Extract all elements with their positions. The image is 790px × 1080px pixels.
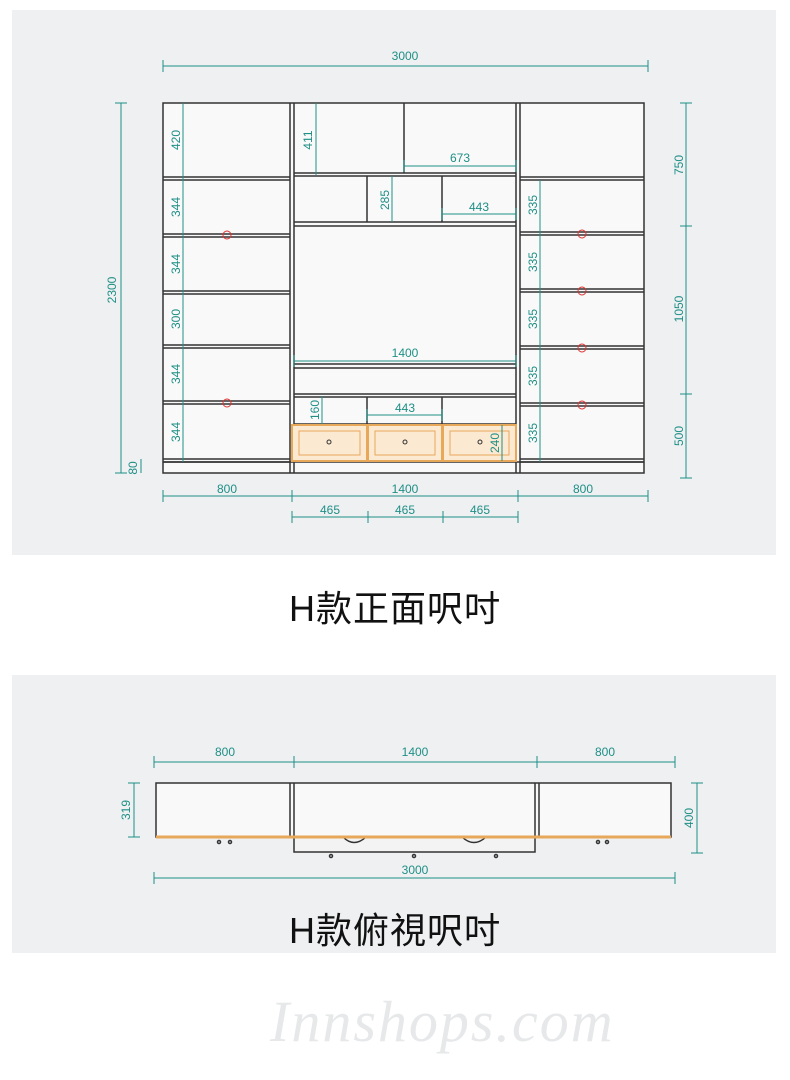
dim-left-shelf-4: 300 xyxy=(169,309,183,329)
dim-right-shelf-3: 335 xyxy=(526,309,540,329)
bottom-band xyxy=(0,1028,790,1080)
handle-marker xyxy=(577,286,587,296)
handle-marker xyxy=(577,343,587,353)
dim-center-top-height: 411 xyxy=(301,130,315,149)
dim-niche-width: 443 xyxy=(469,200,489,214)
handle-markers xyxy=(222,229,587,410)
dim-left-shelf-1: 420 xyxy=(169,130,183,150)
dim-right-shelf-4: 335 xyxy=(526,366,540,386)
dim-left-shelf-2: 344 xyxy=(169,197,183,217)
handle-marker xyxy=(222,398,232,408)
top-view-caption: H款俯視呎吋 xyxy=(289,910,501,951)
handle-marker xyxy=(222,230,232,240)
drawer-row xyxy=(291,424,517,462)
dim-overall-width: 3000 xyxy=(392,49,419,63)
dim-base-height: 80 xyxy=(126,461,140,475)
dim-left-shelf-6: 344 xyxy=(169,422,183,442)
dim-right-zone-1: 750 xyxy=(672,155,686,175)
drawer-2 xyxy=(367,424,443,462)
top-dim-overall-width: 3000 xyxy=(402,863,429,877)
top-dim-left-depth: 319 xyxy=(119,800,133,820)
front-view-caption: H款正面呎吋 xyxy=(289,588,501,629)
front-dimensions: 3000 2300 80 800 1400 800 465 465 465 42… xyxy=(105,49,692,523)
dim-right-shelf-2: 335 xyxy=(526,252,540,272)
top-dimensions: 800 1400 800 3000 319 400 xyxy=(119,745,703,884)
dim-drawer-height: 240 xyxy=(488,433,502,453)
dim-tv-opening-width: 1400 xyxy=(392,346,419,360)
dim-lower-niche-width: 443 xyxy=(395,401,415,415)
dim-right-shelf-1: 335 xyxy=(526,195,540,215)
drawer-knob xyxy=(402,439,408,445)
watermark: Innshops.com xyxy=(270,989,615,1054)
dim-left-shelf-5: 344 xyxy=(169,364,183,384)
top-dim-right-width: 800 xyxy=(595,745,615,759)
top-dim-left-width: 800 xyxy=(215,745,235,759)
top-dim-right-depth: 400 xyxy=(682,808,696,828)
top-dim-center-width: 1400 xyxy=(402,745,429,759)
drawer-knob xyxy=(477,439,483,445)
top-cabinet xyxy=(155,782,672,859)
dim-lower-niche-height: 160 xyxy=(308,400,322,420)
dim-niche-height: 285 xyxy=(378,190,392,210)
dim-left-width: 800 xyxy=(217,482,237,496)
dim-overall-height: 2300 xyxy=(105,276,119,303)
handle-marker xyxy=(577,400,587,410)
drawer-3 xyxy=(442,424,517,462)
front-cabinet xyxy=(162,102,645,474)
drawer-1 xyxy=(291,424,368,462)
dim-drawer-width-3: 465 xyxy=(470,503,490,517)
dim-right-zone-2: 1050 xyxy=(672,295,686,322)
dim-left-shelf-3: 344 xyxy=(169,254,183,274)
drawer-knob xyxy=(326,439,332,445)
dim-drawer-width-2: 465 xyxy=(395,503,415,517)
dim-center-width: 1400 xyxy=(392,482,419,496)
dim-drawer-width-1: 465 xyxy=(320,503,340,517)
handle-marker xyxy=(577,229,587,239)
dim-center-top-right-width: 673 xyxy=(450,151,470,165)
dim-right-zone-3: 500 xyxy=(672,426,686,446)
dim-right-shelf-5: 335 xyxy=(526,423,540,443)
dim-right-width: 800 xyxy=(573,482,593,496)
